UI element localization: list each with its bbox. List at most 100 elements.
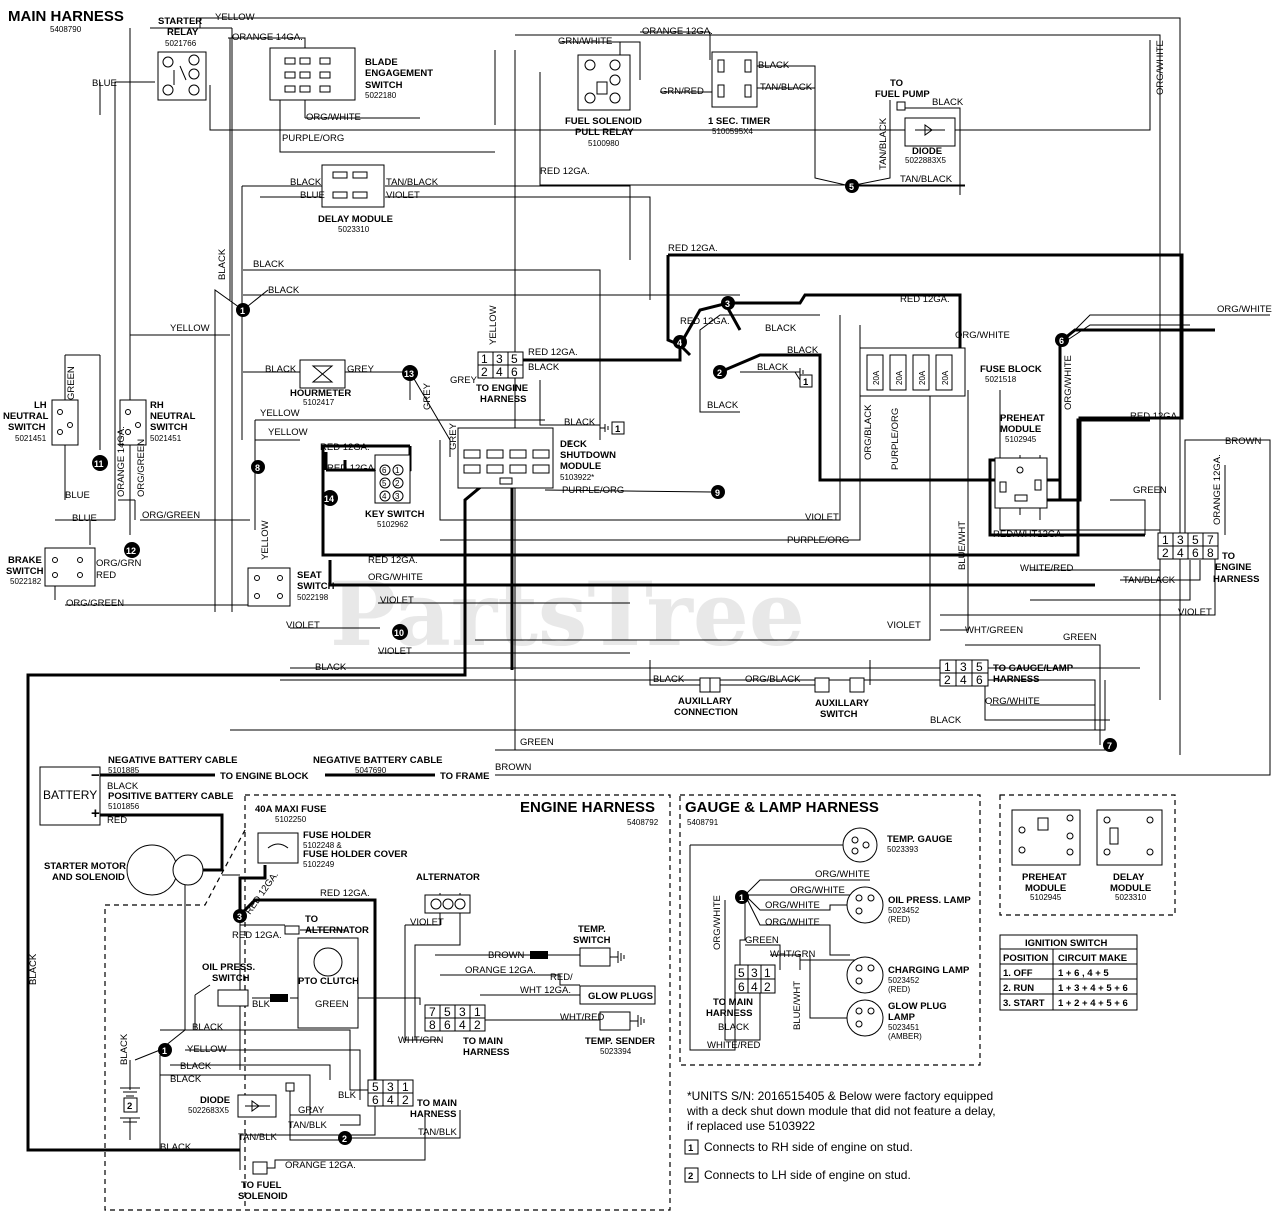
svg-text:2: 2	[764, 980, 771, 994]
svg-text:ORG/WHITE: ORG/WHITE	[1217, 304, 1272, 315]
deck-shutdown-module: DECK SHUTDOWN MODULE 5103922*	[457, 427, 616, 489]
svg-text:4: 4	[496, 365, 503, 379]
svg-text:TEMP. SENDER: TEMP. SENDER	[585, 1036, 655, 1047]
svg-text:TAN/BLACK: TAN/BLACK	[878, 117, 889, 170]
svg-text:12: 12	[126, 546, 136, 556]
svg-text:BLACK: BLACK	[564, 417, 596, 428]
svg-text:MODULE: MODULE	[560, 461, 601, 472]
svg-text:1: 1	[1162, 533, 1169, 547]
svg-text:TAN/BLACK: TAN/BLACK	[386, 177, 439, 188]
svg-text:VIOLET: VIOLET	[378, 646, 412, 657]
svg-text:TEMP. GAUGE: TEMP. GAUGE	[887, 834, 952, 845]
svg-text:YELLOW: YELLOW	[260, 408, 300, 419]
svg-text:TO FRAME: TO FRAME	[440, 771, 489, 782]
svg-text:13: 13	[404, 369, 414, 379]
svg-text:BLACK: BLACK	[192, 1022, 224, 1033]
svg-text:5022883X5: 5022883X5	[905, 156, 946, 165]
svg-text:LAMP: LAMP	[888, 1012, 916, 1023]
engine-main-connector: 7 5 3 1 8 6 4 2 TO MAIN HARNESS	[424, 1004, 509, 1058]
svg-text:PREHEAT: PREHEAT	[1000, 413, 1045, 424]
wire-labels: YELLOW ORANGE 14GA. BLUE ORG/WHITE PURPL…	[28, 12, 1272, 1171]
svg-text:GREEN: GREEN	[1063, 632, 1097, 643]
svg-text:5047690: 5047690	[355, 766, 387, 775]
ground-ref-1b: 1	[600, 421, 625, 435]
svg-text:NEGATIVE BATTERY CABLE: NEGATIVE BATTERY CABLE	[313, 755, 443, 766]
svg-text:TAN/BLACK: TAN/BLACK	[900, 174, 953, 185]
brake-switch: BRAKE SWITCH 5022182	[6, 547, 96, 587]
svg-text:3: 3	[387, 1080, 394, 1094]
fuel-solenoid-pull-relay: FUEL SOLENOID PULL RELAY 5100980	[565, 54, 642, 148]
engine-harness-wires	[129, 869, 600, 1170]
svg-text:ORANGE 14GA.: ORANGE 14GA.	[116, 426, 127, 497]
svg-text:YELLOW: YELLOW	[488, 305, 499, 345]
svg-text:7: 7	[1107, 741, 1112, 751]
preheat-module: PREHEAT MODULE 5102945	[994, 413, 1048, 509]
svg-text:GREEN: GREEN	[315, 999, 349, 1010]
svg-text:BLACK: BLACK	[290, 177, 322, 188]
svg-text:2: 2	[688, 1171, 693, 1182]
svg-text:8: 8	[255, 463, 260, 473]
svg-text:TAN/BLACK: TAN/BLACK	[1123, 575, 1176, 586]
svg-text:20A: 20A	[918, 370, 927, 385]
svg-text:RED/WHT12GA.: RED/WHT12GA.	[993, 529, 1064, 540]
svg-text:4: 4	[459, 1018, 466, 1032]
svg-text:BLACK: BLACK	[757, 362, 789, 373]
svg-text:5: 5	[976, 660, 983, 674]
svg-text:BLACK: BLACK	[107, 781, 139, 792]
node-2	[713, 365, 727, 379]
svg-text:HARNESS: HARNESS	[410, 1109, 456, 1120]
svg-text:5022198: 5022198	[297, 593, 329, 602]
svg-text:TO MAIN: TO MAIN	[713, 997, 753, 1008]
svg-text:5: 5	[738, 966, 745, 980]
lh-neutral-switch: LH NEUTRAL SWITCH 5021451	[3, 399, 79, 446]
temp-gauge: TEMP. GAUGE 5023393	[842, 827, 952, 863]
svg-text:1: 1	[615, 424, 621, 435]
svg-text:3: 3	[496, 352, 503, 366]
svg-text:HARNESS: HARNESS	[480, 394, 526, 405]
svg-text:SWITCH: SWITCH	[297, 581, 335, 592]
svg-text:RED 12GA.: RED 12GA.	[1130, 411, 1180, 422]
svg-text:BLACK: BLACK	[787, 345, 819, 356]
svg-text:BLACK: BLACK	[653, 674, 685, 685]
svg-text:20A: 20A	[872, 370, 881, 385]
svg-text:1: 1	[474, 1005, 481, 1019]
svg-text:ORANGE 12GA.: ORANGE 12GA.	[1212, 454, 1223, 525]
svg-text:1: 1	[764, 966, 771, 980]
svg-text:YELLOW: YELLOW	[170, 323, 210, 334]
svg-text:RED 12GA.: RED 12GA.	[327, 463, 377, 474]
preheat-module-legend: PREHEAT MODULE 5102945	[1011, 809, 1081, 902]
node-13	[402, 365, 418, 381]
svg-text:5023452: 5023452	[888, 976, 920, 985]
svg-text:MODULE: MODULE	[1025, 883, 1066, 894]
svg-text:1: 1	[162, 1046, 167, 1056]
svg-text:VIOLET: VIOLET	[887, 620, 921, 631]
svg-text:PULL RELAY: PULL RELAY	[575, 127, 634, 138]
svg-text:2: 2	[402, 1093, 409, 1107]
svg-text:1 + 3 + 4 + 5 + 6: 1 + 3 + 4 + 5 + 6	[1058, 983, 1128, 994]
svg-text:6: 6	[444, 1018, 451, 1032]
svg-text:GREEN: GREEN	[745, 935, 779, 946]
svg-text:VIOLET: VIOLET	[805, 512, 839, 523]
svg-text:BRAKE: BRAKE	[8, 555, 42, 566]
svg-text:BLACK: BLACK	[253, 259, 285, 270]
svg-text:ORG/WHITE: ORG/WHITE	[815, 869, 870, 880]
svg-text:NEGATIVE BATTERY CABLE: NEGATIVE BATTERY CABLE	[108, 755, 238, 766]
svg-text:BLUE/WHT: BLUE/WHT	[792, 981, 803, 1030]
svg-text:5023451: 5023451	[888, 1023, 920, 1032]
svg-text:6: 6	[1059, 336, 1064, 346]
svg-text:5101885: 5101885	[108, 766, 140, 775]
temp-switch: TEMP. SWITCH	[530, 924, 625, 967]
svg-text:HARNESS: HARNESS	[706, 1008, 752, 1019]
svg-text:SEAT: SEAT	[297, 570, 322, 581]
svg-text:WHITE/RED: WHITE/RED	[707, 1040, 760, 1051]
svg-text:Connects to LH side of engine: Connects to LH side of engine on stud.	[704, 1168, 911, 1182]
main-harness-part: 5408790	[50, 25, 82, 34]
svg-text:ORG/GREEN: ORG/GREEN	[66, 598, 124, 609]
svg-text:1 + 2 + 4 + 5 + 6: 1 + 2 + 4 + 5 + 6	[1058, 998, 1128, 1009]
watermark: PartsTree	[330, 562, 805, 666]
svg-text:SWITCH: SWITCH	[573, 935, 611, 946]
svg-text:FUEL PUMP: FUEL PUMP	[875, 89, 930, 100]
svg-text:RED 12GA.: RED 12GA.	[680, 316, 730, 327]
svg-text:5023394: 5023394	[600, 1047, 632, 1056]
